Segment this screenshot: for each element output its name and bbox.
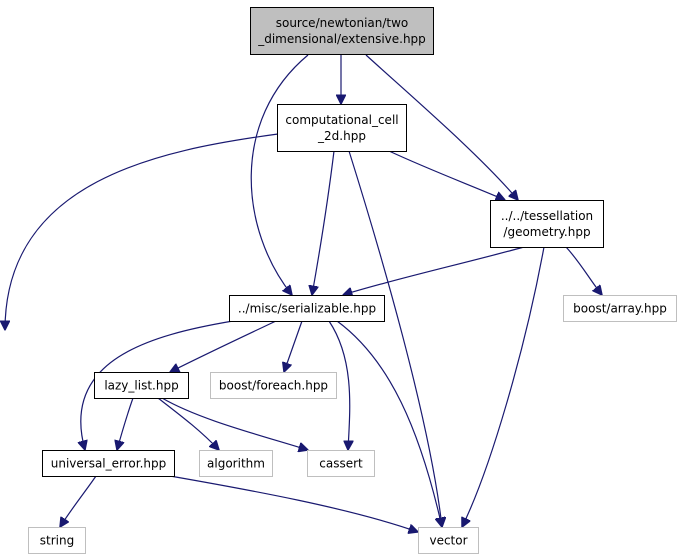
node-cassert: cassert [307,450,375,477]
edge-extensive-to-geometry [365,54,518,200]
edge-universal_error-to-string [60,475,97,527]
edge-universal_error-to-vector [169,475,418,532]
edge-computational_cell-to-string [5,133,279,330]
edge-geometry-to-vector [462,246,545,527]
node-box [229,295,385,322]
node-geometry[interactable]: ../../tessellation/geometry.hpp [490,200,604,248]
node-label: /geometry.hpp [503,225,590,239]
node-label: _dimensional/extensive.hpp [257,32,426,46]
node-box [199,450,273,477]
node-box [94,372,189,399]
node-box [490,200,604,248]
node-vector: vector [418,527,479,554]
node-box [42,450,175,477]
node-string: string [28,527,86,554]
node-boost_array: boost/array.hpp [563,295,677,322]
edge-extensive-to-serializable [250,54,309,295]
node-box [563,295,677,322]
node-label: ../../tessellation [501,209,593,223]
edge-serializable-to-cassert [328,320,350,450]
node-extensive[interactable]: source/newtonian/two _dimensional/extensi… [250,7,434,55]
nodes-layer: source/newtonian/two _dimensional/extensi… [28,7,677,554]
node-label: algorithm [207,457,265,471]
edge-serializable-to-universal_error [81,320,234,450]
edge-computational_cell-to-serializable [312,150,335,295]
edge-lazy_list-to-universal_error [117,397,134,450]
node-box [250,7,434,55]
node-box [210,372,337,399]
node-computational_cell[interactable]: computational_cell _2d.hpp [277,104,407,152]
node-label: computational_cell [285,113,398,127]
node-label: universal_error.hpp [51,457,167,471]
node-label: string [40,534,74,548]
node-label: ../misc/serializable.hpp [238,302,376,316]
node-box [418,527,479,554]
edge-geometry-to-serializable [343,246,525,295]
node-label: _2d.hpp [317,129,366,143]
node-lazy_list[interactable]: lazy_list.hpp [94,372,189,399]
node-algorithm: algorithm [199,450,273,477]
edge-lazy_list-to-algorithm [157,397,219,450]
edge-computational_cell-to-geometry [388,150,505,200]
node-serializable[interactable]: ../misc/serializable.hpp [229,295,385,322]
edge-serializable-to-vector [336,320,442,527]
node-label: boost/array.hpp [573,302,667,316]
edge-computational_cell-to-vector [348,150,442,527]
node-box [277,104,407,152]
node-boost_foreach: boost/foreach.hpp [210,372,337,399]
edge-geometry-to-boost_array [565,246,602,295]
node-label: lazy_list.hpp [104,379,178,393]
node-label: boost/foreach.hpp [219,379,328,393]
node-box [28,527,86,554]
node-label: source/newtonian/two [276,16,409,30]
node-universal_error[interactable]: universal_error.hpp [42,450,175,477]
node-label: vector [429,534,467,548]
node-label: cassert [319,457,363,471]
edge-serializable-to-boost_foreach [284,320,303,372]
edge-lazy_list-to-cassert [161,397,308,450]
edges-layer [5,54,602,532]
edge-serializable-to-lazy_list [170,320,277,372]
node-box [307,450,375,477]
